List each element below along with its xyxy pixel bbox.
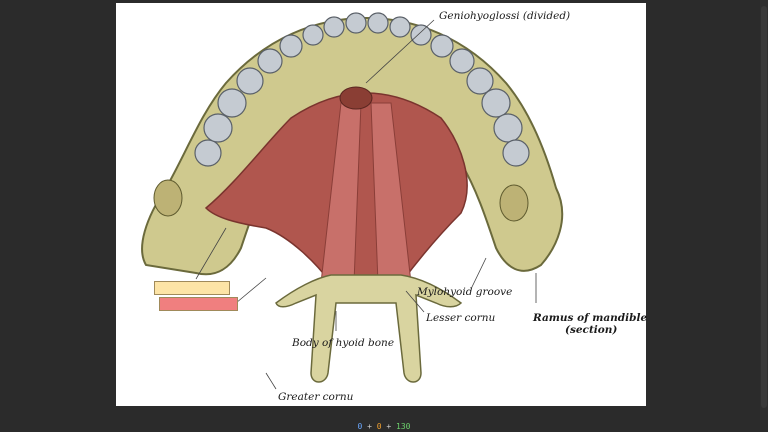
mandible-illustration: [141, 12, 564, 390]
ramus-section-right: [499, 184, 529, 222]
image-viewer: Geniohyoglossi (divided) Mylohyoid groov…: [116, 3, 648, 406]
label-ramus-section: (section): [565, 324, 618, 336]
drop-zone-2[interactable]: [159, 297, 238, 311]
counter-c: 130: [396, 422, 411, 431]
drop-zone-1[interactable]: [154, 281, 230, 295]
counter-a: 0: [357, 422, 363, 431]
label-greater-cornu: Greater cornu: [278, 391, 354, 403]
label-body-hyoid: Body of hyoid bone: [292, 337, 395, 349]
label-geniohyoglossi: Geniohyoglossi (divided): [439, 10, 571, 22]
counter-bar: 0 + 0 + 130: [0, 421, 768, 432]
anatomy-figure: Geniohyoglossi (divided) Mylohyoid groov…: [116, 3, 648, 406]
counter-b: 0: [376, 422, 382, 431]
ramus-section-left: [153, 179, 183, 217]
scrollbar-track[interactable]: [760, 0, 768, 420]
teeth-row: [194, 12, 530, 167]
leader-lines: [195, 19, 537, 390]
counter-sep-1: +: [362, 422, 377, 431]
scrollbar-thumb[interactable]: [761, 6, 767, 408]
label-lesser-cornu: Lesser cornu: [426, 312, 496, 324]
label-ramus: Ramus of mandible: [533, 312, 648, 324]
geniohyoglossi-stump: [339, 86, 373, 110]
label-mylohyoid-groove: Mylohyoid groove: [417, 286, 513, 298]
counter-sep-2: +: [381, 422, 397, 431]
